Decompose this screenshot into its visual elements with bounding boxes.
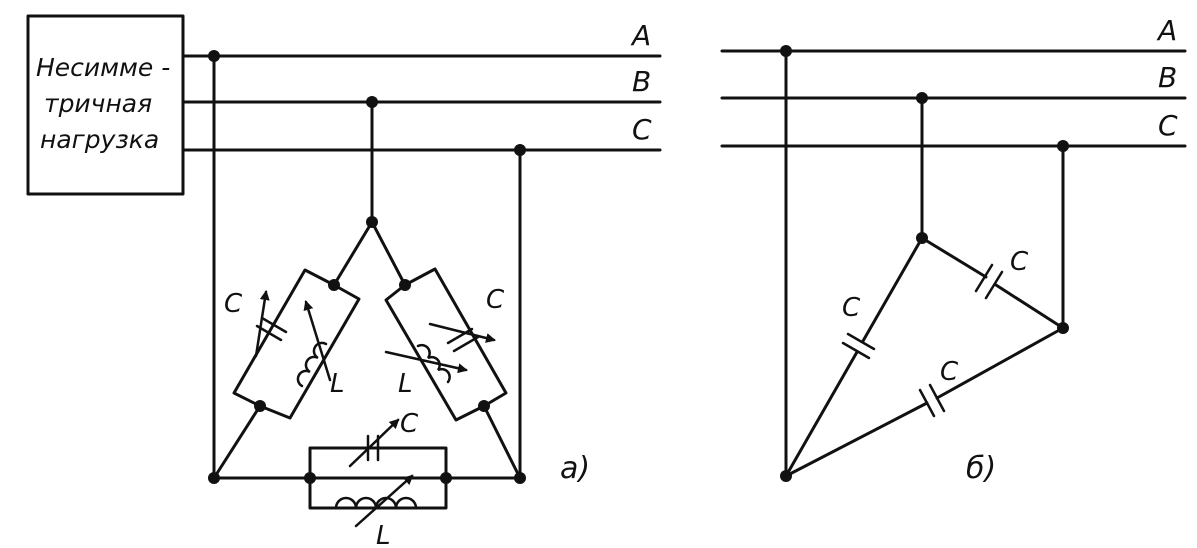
left-inductor-label: L bbox=[330, 369, 345, 399]
variable-capacitor-icon bbox=[254, 290, 288, 358]
load-box-line-1: Несимме - bbox=[36, 53, 170, 82]
left-lc-branch: C L bbox=[224, 268, 361, 420]
phase-label-c-left: C bbox=[632, 113, 652, 146]
asymmetric-load-box bbox=[26, 14, 185, 196]
junction-node bbox=[780, 45, 792, 57]
phase-label-c-right: C bbox=[1158, 109, 1178, 142]
panel-b-label: б) bbox=[966, 451, 996, 486]
left-capacitor-label: C bbox=[224, 289, 243, 319]
variable-inductor-icon bbox=[296, 300, 332, 388]
delta-wire bbox=[482, 404, 522, 480]
capacitor-label-ab: C bbox=[842, 293, 861, 323]
delta-wire bbox=[332, 220, 374, 287]
capacitor-ac: C bbox=[784, 326, 1065, 478]
junction-node bbox=[366, 96, 378, 108]
variable-capacitor-icon bbox=[428, 322, 496, 353]
panel-a: Несимме - тричная нагрузка A B C bbox=[26, 14, 662, 548]
variable-inductor-icon bbox=[384, 343, 468, 384]
right-capacitor-label: C bbox=[486, 285, 505, 315]
capacitor-bc: C bbox=[920, 236, 1065, 330]
delta-vertex-node bbox=[366, 216, 378, 228]
bottom-capacitor-label: C bbox=[400, 409, 419, 439]
drop-wire-a bbox=[212, 54, 522, 480]
load-box-line-3: нагрузка bbox=[40, 125, 159, 154]
capacitor-label-bc: C bbox=[1010, 247, 1029, 277]
bottom-lc-branch: C L bbox=[304, 409, 452, 548]
variable-inductor-icon bbox=[334, 474, 418, 528]
panel-b: A B C C C bbox=[720, 14, 1187, 486]
delta-wire bbox=[212, 404, 262, 480]
panel-a-label: а) bbox=[560, 451, 590, 486]
delta-wire bbox=[370, 220, 407, 287]
junction-node bbox=[208, 50, 220, 62]
junction-node bbox=[916, 92, 928, 104]
load-box-line-2: тричная bbox=[44, 89, 152, 118]
phase-label-b-right: B bbox=[1158, 61, 1177, 94]
phase-label-b-left: B bbox=[632, 65, 651, 98]
variable-capacitor-icon bbox=[348, 418, 400, 468]
junction-node bbox=[514, 144, 526, 156]
capacitor-ab: C bbox=[784, 236, 924, 478]
junction-node bbox=[1057, 140, 1069, 152]
phase-label-a-left: A bbox=[630, 19, 651, 52]
right-inductor-label: L bbox=[398, 369, 413, 399]
capacitor-label-ac: C bbox=[940, 357, 959, 387]
right-lc-branch: C L bbox=[384, 267, 508, 422]
delta-vertex-node bbox=[514, 472, 526, 484]
delta-vertex-node bbox=[208, 472, 220, 484]
bottom-inductor-label: L bbox=[376, 521, 391, 548]
phase-label-a-right: A bbox=[1156, 14, 1177, 47]
